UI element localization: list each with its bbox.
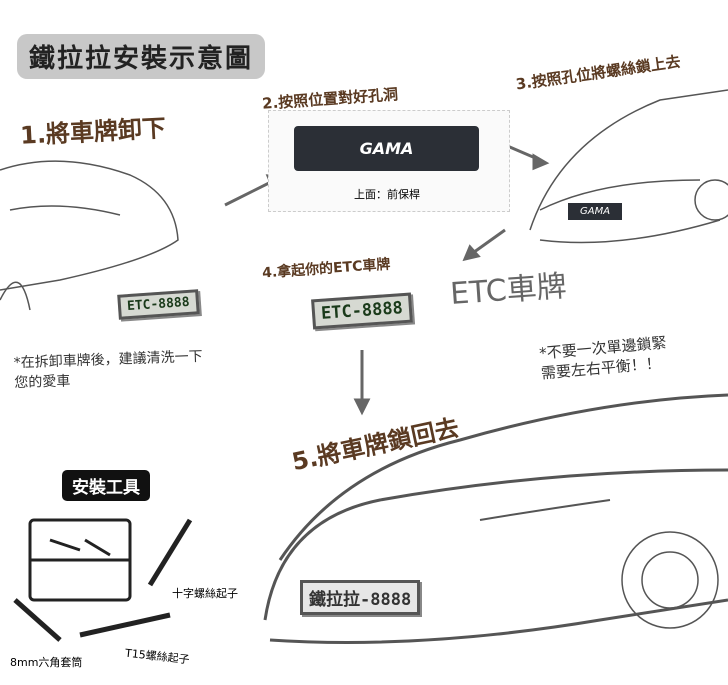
wash-note: *在拆卸車牌後，建議清洗一下 您的愛車 — [13, 347, 203, 394]
bracket-brand: GAMA — [294, 126, 479, 171]
page-title: 鐵拉拉安裝示意圖 — [17, 34, 266, 79]
car-5-outline — [263, 393, 728, 644]
car-1-outline — [0, 160, 179, 291]
bracket-photo: GAMA 上面：前保桿 — [268, 110, 510, 212]
etc-label: ETC車牌 — [449, 268, 568, 313]
arrow-3-to-4 — [469, 228, 506, 257]
final-plate: 鐵拉拉-8888 — [300, 580, 421, 615]
car-3-outline — [529, 89, 728, 244]
bracket-caption: 上面：前保桿 — [354, 188, 420, 201]
tools-heading: 安裝工具 — [62, 470, 150, 501]
toolbox-icon — [28, 518, 132, 602]
phillips-label: 十字螺絲起子 — [172, 587, 238, 600]
screwdriver-icons — [13, 518, 193, 642]
arrow-1-to-2 — [224, 178, 276, 207]
car-3-plate: GAMA — [568, 203, 623, 220]
socket-label: 8mm六角套筒 — [10, 656, 83, 669]
